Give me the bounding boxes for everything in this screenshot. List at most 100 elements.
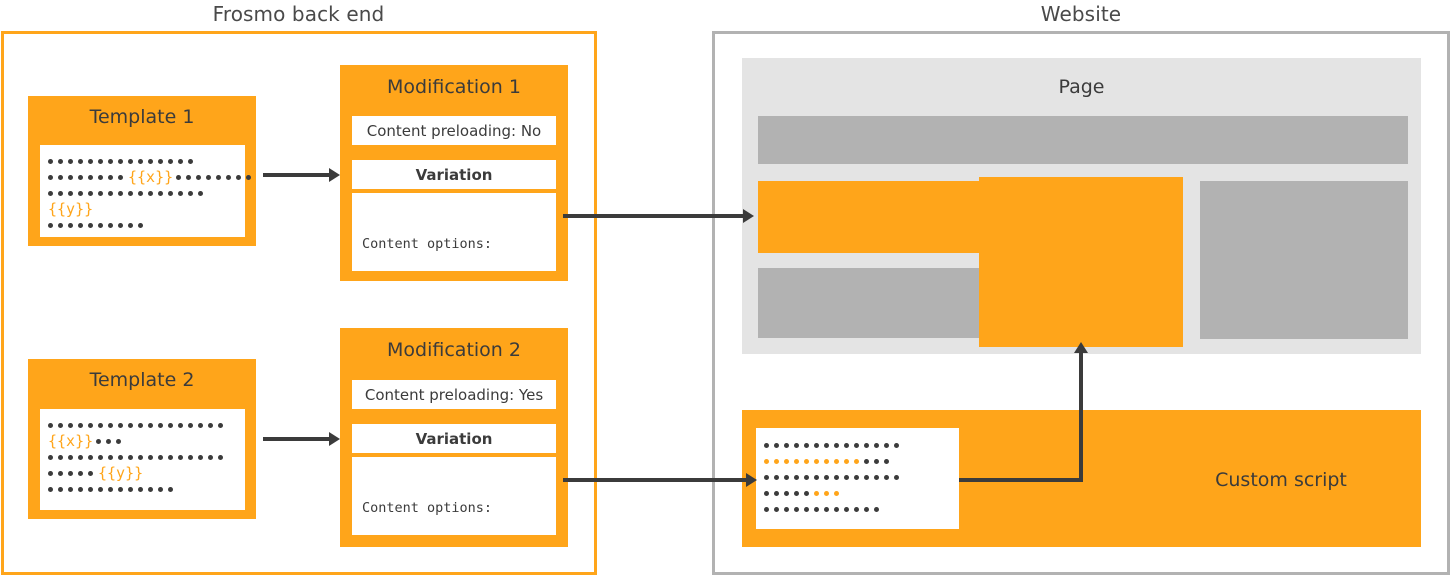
code-dot bbox=[68, 174, 73, 180]
dot-run bbox=[864, 458, 894, 464]
code-dot bbox=[226, 174, 232, 180]
code-dot bbox=[814, 506, 819, 512]
page-right-block[interactable] bbox=[1200, 181, 1408, 339]
code-dot bbox=[794, 474, 799, 480]
code-dot bbox=[58, 174, 63, 180]
code-dot bbox=[148, 422, 153, 428]
code-dot bbox=[48, 174, 53, 180]
dot-run bbox=[48, 222, 148, 228]
code-dot bbox=[98, 158, 103, 164]
page-left-top-block[interactable] bbox=[758, 181, 991, 253]
code-line: {{x}} bbox=[48, 168, 252, 186]
modification-2-content-options-label: Content options: bbox=[362, 500, 493, 516]
code-dot bbox=[118, 422, 123, 428]
code-dot bbox=[246, 174, 252, 180]
code-dot bbox=[148, 190, 153, 196]
code-dot bbox=[824, 442, 829, 448]
code-dot bbox=[894, 474, 899, 480]
code-dot bbox=[196, 174, 202, 180]
code-dot bbox=[58, 222, 63, 228]
arrow-modification2-to-customscript-line bbox=[563, 478, 747, 482]
code-dot bbox=[88, 486, 93, 492]
custom-script-code-panel bbox=[756, 428, 959, 529]
dot-run bbox=[764, 506, 884, 512]
code-dot bbox=[88, 470, 93, 476]
arrow-customscript-to-page-horizontal bbox=[959, 478, 1083, 482]
code-dot bbox=[98, 486, 103, 492]
modification-1-title: Modification 1 bbox=[387, 76, 521, 98]
code-dot bbox=[108, 158, 113, 164]
code-line bbox=[48, 417, 245, 433]
code-dot bbox=[118, 222, 123, 228]
code-dot bbox=[158, 190, 163, 196]
template-1-title: Template 1 bbox=[89, 106, 195, 128]
code-dot bbox=[138, 158, 143, 164]
code-dot bbox=[188, 158, 193, 164]
code-dot bbox=[108, 190, 113, 196]
code-line bbox=[48, 185, 245, 201]
code-dot bbox=[794, 506, 799, 512]
code-dot bbox=[58, 454, 63, 460]
template-placeholder-token: {{y}} bbox=[48, 200, 94, 218]
code-dot bbox=[58, 190, 63, 196]
code-dot bbox=[158, 422, 163, 428]
code-dot bbox=[168, 190, 173, 196]
code-dot bbox=[206, 174, 212, 180]
arrow-template1-to-modification1-line bbox=[263, 173, 331, 177]
code-dot bbox=[158, 158, 163, 164]
page-center-block[interactable] bbox=[979, 177, 1183, 347]
code-dot bbox=[844, 474, 849, 480]
code-dot bbox=[138, 190, 143, 196]
modification-1-content-options: Content options: x = y = bbox=[352, 193, 556, 367]
code-dot bbox=[98, 190, 103, 196]
dot-run bbox=[48, 422, 228, 428]
dot-run bbox=[176, 174, 256, 180]
modification-1-variation-header: Variation bbox=[352, 160, 556, 189]
code-dot bbox=[236, 174, 242, 180]
code-dot bbox=[68, 222, 73, 228]
code-dot bbox=[88, 222, 93, 228]
code-dot bbox=[168, 422, 173, 428]
custom-script-label: Custom script bbox=[1215, 469, 1347, 491]
arrow-customscript-to-page-head bbox=[1074, 342, 1088, 353]
code-dot bbox=[118, 174, 123, 180]
template-1-code-panel: {{x}} {{y}} bbox=[40, 145, 252, 237]
code-dot bbox=[864, 506, 869, 512]
code-dot bbox=[774, 490, 779, 496]
code-dot bbox=[48, 422, 53, 428]
page-header-block[interactable] bbox=[758, 116, 1408, 164]
code-dot bbox=[48, 190, 53, 196]
dot-run bbox=[96, 438, 126, 444]
code-line bbox=[764, 437, 959, 453]
code-dot bbox=[168, 454, 173, 460]
code-dot bbox=[884, 458, 889, 464]
code-dot bbox=[68, 422, 73, 428]
code-dot bbox=[108, 174, 113, 180]
custom-script-code-lines bbox=[756, 428, 959, 517]
page-left-bottom-block[interactable] bbox=[758, 268, 991, 338]
code-dot bbox=[894, 442, 899, 448]
code-dot bbox=[198, 190, 203, 196]
code-dot bbox=[764, 506, 769, 512]
code-dot bbox=[128, 422, 133, 428]
code-dot bbox=[824, 474, 829, 480]
code-dot bbox=[804, 458, 809, 464]
modification-1-preloading: Content preloading: No bbox=[352, 116, 556, 145]
code-dot bbox=[68, 486, 73, 492]
code-dot bbox=[764, 442, 769, 448]
code-dot bbox=[68, 158, 73, 164]
code-dot bbox=[58, 158, 63, 164]
code-dot bbox=[198, 454, 203, 460]
code-dot bbox=[186, 174, 192, 180]
code-line bbox=[764, 469, 959, 485]
template-placeholder-token: {{y}} bbox=[98, 464, 144, 482]
dot-run bbox=[48, 454, 228, 460]
code-dot bbox=[178, 158, 183, 164]
arrow-modification1-to-page-head bbox=[743, 209, 754, 223]
code-dot bbox=[794, 442, 799, 448]
code-dot bbox=[178, 454, 183, 460]
code-dot bbox=[158, 486, 163, 492]
code-dot bbox=[118, 158, 123, 164]
code-dot bbox=[68, 470, 73, 476]
code-dot bbox=[128, 190, 133, 196]
